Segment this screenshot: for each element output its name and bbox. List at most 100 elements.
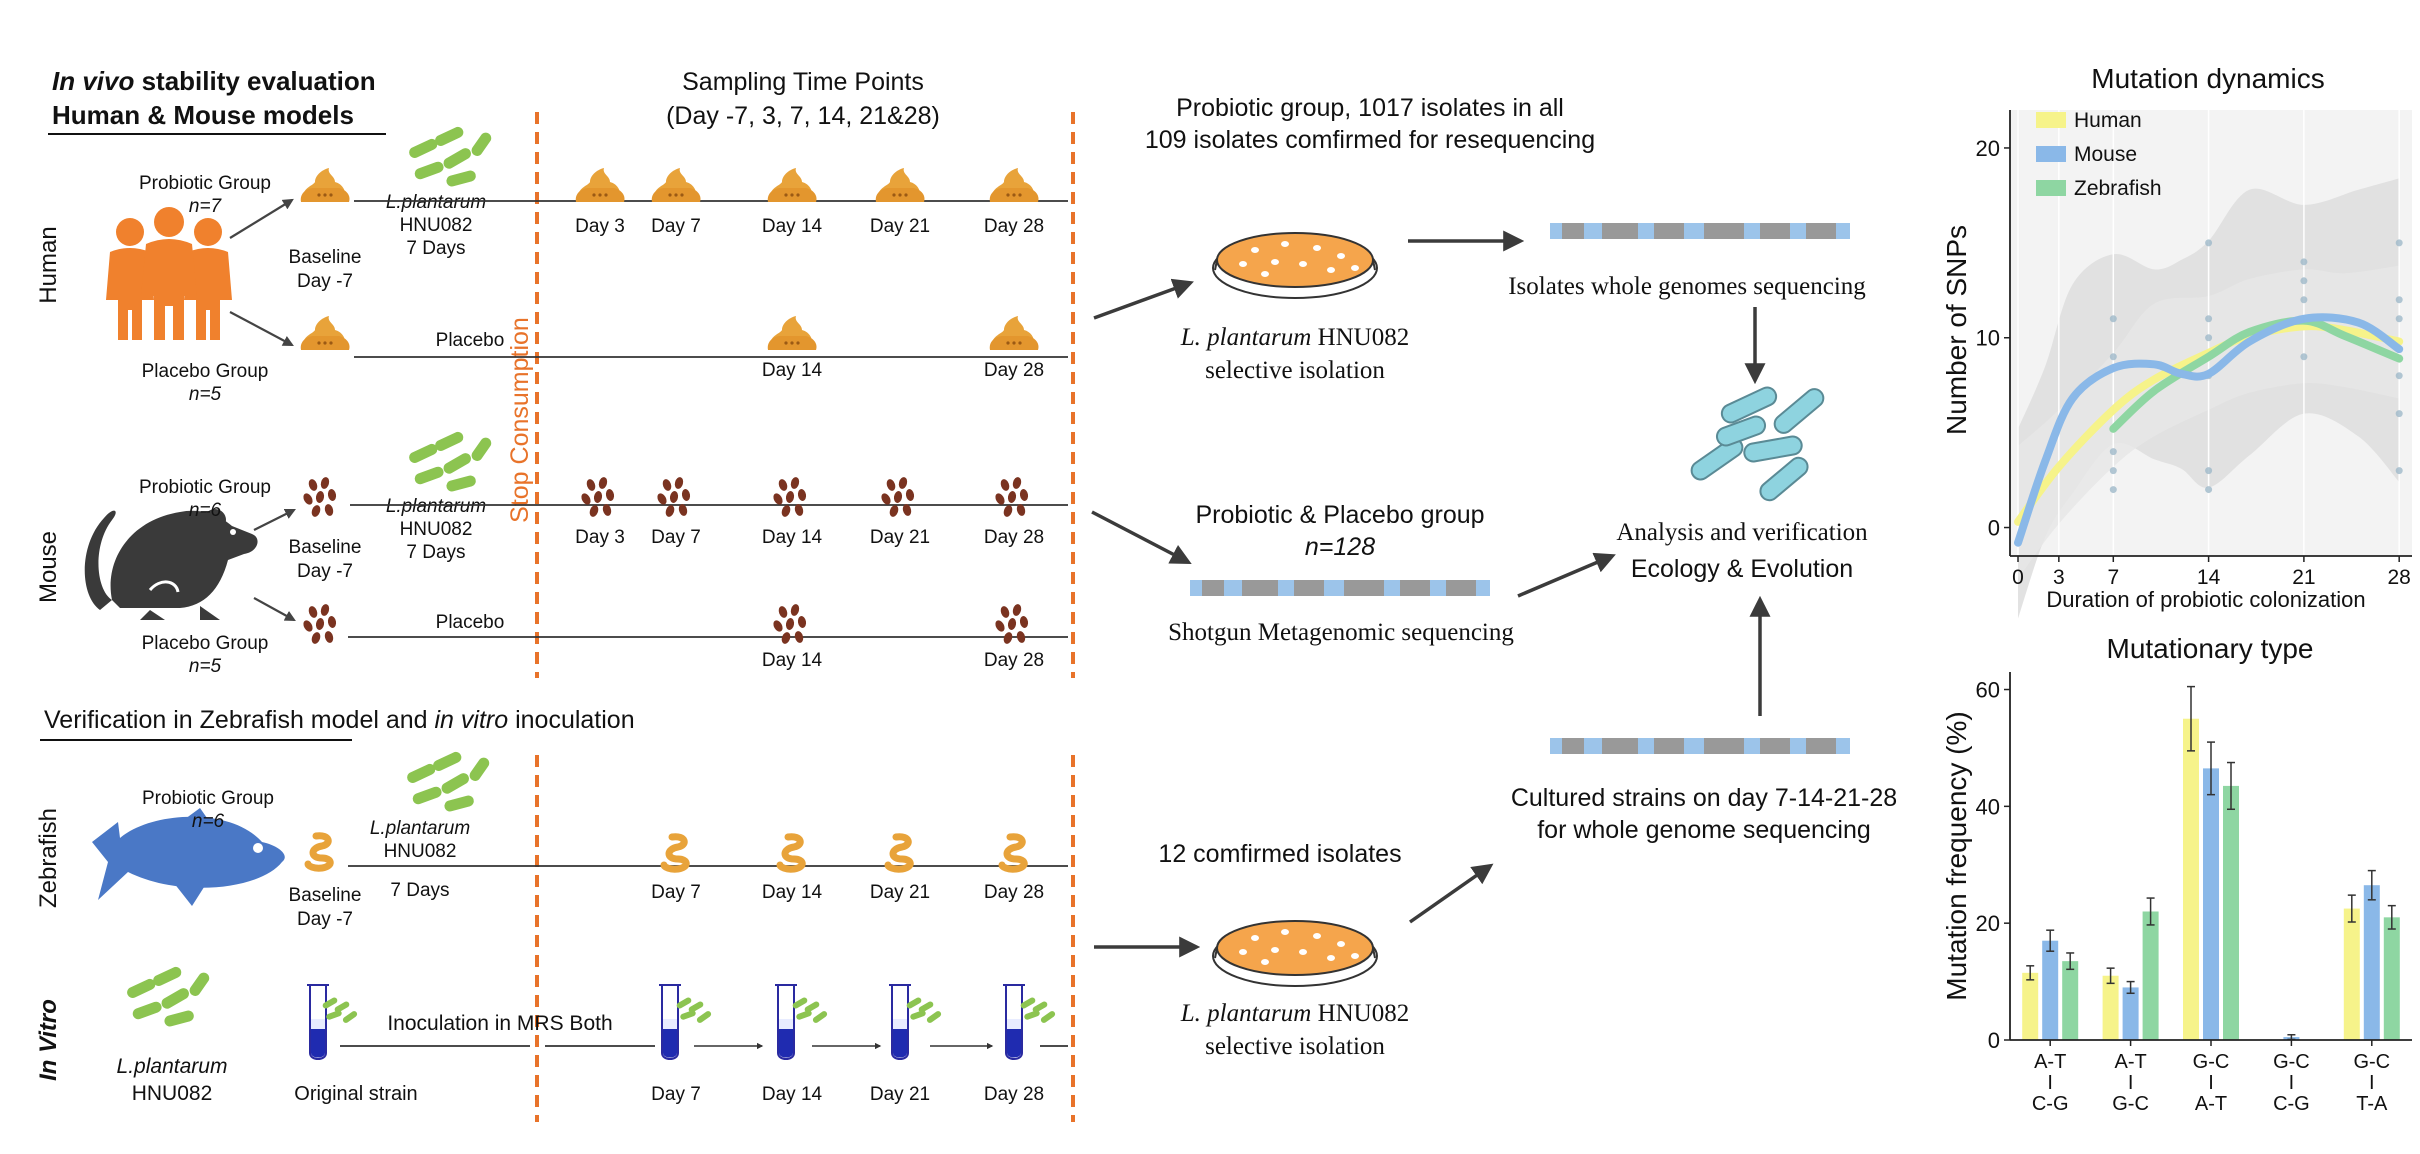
human-probiotic-arrow: [229, 198, 294, 239]
chart1-x-tick-label: 7: [2107, 566, 2119, 589]
bar-mouse: [2122, 987, 2139, 1040]
legend-label: Mouse: [2074, 143, 2137, 166]
human-placebo-day: Day 14: [762, 360, 823, 381]
legend-label: Human: [2074, 109, 2142, 132]
human-strain-c: 7 Days: [406, 238, 465, 259]
chart2-y-tick-label: 0: [1988, 1028, 2000, 1053]
mouse-baseline-feces-icon: [301, 476, 337, 519]
bar-zebrafish: [2383, 917, 2400, 1040]
invitro-inoculation: Inoculation in MRS Both: [387, 1012, 612, 1035]
chart1-x-tick-label: 0: [2012, 566, 2024, 589]
mouse-day-label: Day 21: [870, 527, 930, 548]
data-point: [2300, 296, 2308, 304]
zebrafish-baseline-day: Day -7: [297, 909, 353, 930]
human-stool-icon: [767, 168, 817, 202]
analysis-label-2: Ecology & Evolution: [1631, 555, 1853, 583]
bar-zebrafish: [2223, 785, 2239, 1040]
chart2-category-label: A-T: [2195, 1093, 2227, 1115]
probiotic-isolates-line1: Probiotic group, 1017 isolates in all: [1176, 94, 1564, 122]
arrow-human-to-petri: [1093, 278, 1194, 320]
data-point: [2395, 315, 2403, 323]
human-probiotic-n: n=7: [189, 196, 223, 217]
mouse-day-label: Day 3: [575, 527, 625, 548]
invitro-day-label: Day 14: [762, 1084, 823, 1105]
invitro-day-label: Day 7: [651, 1084, 701, 1105]
zebrafish-row-label: Zebrafish: [35, 808, 62, 908]
mouse-baseline: Baseline: [289, 537, 362, 558]
data-point: [2109, 448, 2117, 456]
human-baseline-day: Day -7: [297, 271, 353, 292]
zebrafish-feces-icon: [1002, 837, 1024, 869]
mouse-bacteria-icon: [407, 430, 494, 493]
human-baseline-stool-icon: [300, 168, 350, 202]
zebrafish-day-label: Day 21: [870, 882, 930, 903]
zebrafish-probiotic-group: Probiotic Group: [142, 788, 274, 809]
sampling-subtitle: (Day -7, 3, 7, 14, 21&28): [666, 102, 940, 130]
shotgun-label: Shotgun Metagenomic sequencing: [1168, 619, 1514, 646]
confirmed-label: 12 comfirmed isolates: [1158, 840, 1401, 868]
mouse-row-label: Mouse: [35, 531, 62, 603]
tube-bacteria-icon: [675, 996, 713, 1025]
test-tube-icon: [1002, 984, 1026, 1060]
human-stool-icon: [989, 316, 1039, 350]
bar-human: [2022, 972, 2039, 1040]
chart1-y-tick-label: 10: [1976, 326, 2000, 351]
human-strain-a: L.plantarum: [386, 192, 486, 213]
zebrafish-feces-icon: [664, 837, 686, 869]
chart2-title: Mutationary type: [2107, 633, 2314, 664]
legend-label: Zebrafish: [2074, 177, 2162, 200]
mouse-day-label: Day 14: [762, 527, 823, 548]
chart2-y-tick-label: 40: [1976, 794, 2000, 819]
in-vivo-subtitle: Human & Mouse models: [52, 100, 354, 130]
test-tube-icon: [774, 984, 798, 1060]
bar-human: [2183, 718, 2199, 1040]
human-stool-icon: [651, 168, 701, 202]
human-stool-icon: [767, 316, 817, 350]
data-point: [2395, 296, 2403, 304]
mouse-day-label: Day 7: [651, 527, 701, 548]
chart2-category-label: G-C: [2112, 1093, 2149, 1115]
chart1-x-tick-label: 3: [2053, 566, 2065, 589]
mouse-strain-c: 7 Days: [406, 542, 465, 563]
legend-swatch: [2036, 180, 2066, 196]
arrow-shotgun-to-analysis: [1517, 552, 1616, 598]
chart2-category-label: I: [2208, 1072, 2214, 1094]
mouse-baseline-day: Day -7: [297, 561, 353, 582]
mouse-placebo-day: Day 14: [762, 650, 823, 671]
cultured-label-1: Cultured strains on day 7-14-21-28: [1511, 784, 1897, 812]
mouse-placebo-arrow: [253, 597, 296, 622]
chart1-x-tick-label: 14: [2197, 566, 2221, 589]
zebrafish-feces-icon: [888, 837, 910, 869]
chart2-category-label: I: [2369, 1072, 2375, 1094]
verification-title: Verification in Zebrafish model and in v…: [44, 706, 635, 734]
data-point: [2395, 239, 2403, 247]
human-probiotic-group: Probiotic Group: [139, 173, 271, 194]
data-point: [2300, 258, 2308, 266]
human-day-label: Day 14: [762, 216, 823, 237]
chart1-y-tick-label: 0: [1988, 516, 2000, 541]
data-point: [2300, 277, 2308, 285]
mouse-probiotic-n: n=6: [189, 500, 222, 521]
chart2-y-tick-label: 20: [1976, 911, 2000, 936]
mouse-placebo-n: n=5: [189, 656, 222, 677]
zebrafish-probiotic-n: n=6: [192, 811, 225, 832]
probiotic-isolates-line2: 109 isolates comfirmed for resequencing: [1145, 126, 1595, 154]
invitro-strain-a: L.plantarum: [117, 1055, 228, 1078]
zebrafish-strain-a: L.plantarum: [370, 818, 470, 839]
data-point: [2205, 239, 2213, 247]
chart1-x-tick-label: 28: [2388, 566, 2411, 589]
series-line-mouse: [2014, 313, 2404, 547]
mouse-probiotic-arrow: [253, 509, 296, 531]
bar-mouse: [2203, 768, 2219, 1040]
zebrafish-strain-c: 7 Days: [390, 880, 449, 901]
sampling-title: Sampling Time Points: [682, 68, 924, 96]
sequence-bar-icon: [1550, 223, 1850, 239]
data-point: [2205, 334, 2213, 342]
human-placebo-n: n=5: [189, 384, 222, 405]
data-point: [2205, 486, 2213, 494]
human-day-label: Day 3: [575, 216, 625, 237]
chart2-category-label: T-A: [2356, 1093, 2388, 1115]
mouse-placebo-group: Placebo Group: [142, 633, 269, 654]
tube-bacteria-icon: [791, 996, 829, 1025]
